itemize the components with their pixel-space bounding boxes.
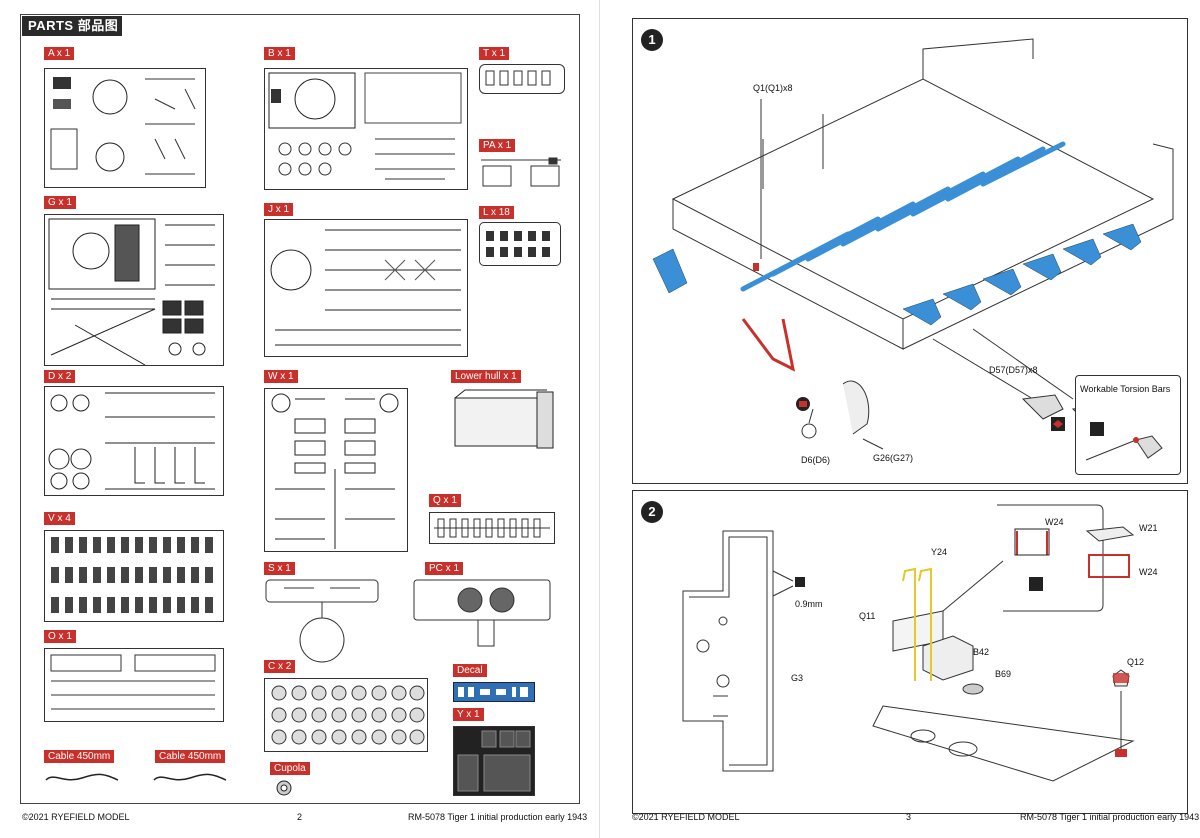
cable-2-label: Cable 450mm xyxy=(155,750,226,763)
sprue-o xyxy=(44,648,224,722)
sprue-pa-label: PA x 1 xyxy=(479,139,516,152)
label-w24-right: W24 xyxy=(1139,567,1158,577)
sprue-o-label: O x 1 xyxy=(44,630,76,643)
step-2-number: 2 xyxy=(641,501,663,523)
left-footer-product: RM-5078 Tiger 1 initial production early… xyxy=(408,812,588,822)
sprue-l xyxy=(479,222,561,266)
lower-hull-label: Lower hull x 1 xyxy=(451,370,521,383)
label-w24-top: W24 xyxy=(1045,517,1064,527)
cupola-part xyxy=(274,778,294,798)
sprue-s xyxy=(264,578,380,664)
sprue-b xyxy=(264,68,468,190)
sprue-d-label: D x 2 xyxy=(44,370,76,383)
label-b42: B42 xyxy=(973,647,990,657)
left-footer-copyright: ©2021 RYEFIELD MODEL xyxy=(22,812,130,822)
instructions-page: 1 xyxy=(600,0,1200,838)
sprue-d xyxy=(44,386,224,496)
label-d6: D6(D6) xyxy=(801,455,831,465)
lower-hull xyxy=(451,388,557,454)
parts-header: PARTS 部品图 xyxy=(22,16,122,36)
parts-page: PARTS 部品图 A x 1 B x 1 T x 1 PA x 1 G x xyxy=(20,14,588,822)
label-q1: Q1(Q1)x8 xyxy=(753,83,793,93)
callout-illustration xyxy=(1085,422,1163,461)
label-q12: Q12 xyxy=(1127,657,1145,667)
sprue-y-label: Y x 1 xyxy=(453,708,484,721)
sprue-v-label: V x 4 xyxy=(44,512,75,525)
right-footer-page: 3 xyxy=(906,812,912,822)
sprue-q-label: Q x 1 xyxy=(429,494,461,507)
sprue-j-label: J x 1 xyxy=(264,203,294,216)
sprue-b-label: B x 1 xyxy=(264,47,295,60)
sprue-t-label: T x 1 xyxy=(479,47,510,60)
label-q11: Q11 xyxy=(859,611,876,621)
sprue-l-label: L x 18 xyxy=(479,206,514,219)
sprue-s-label: S x 1 xyxy=(264,562,295,575)
decal-sheet xyxy=(453,682,535,702)
step-1-number: 1 xyxy=(641,29,663,51)
page-divider xyxy=(599,0,600,838)
label-g3: G3 xyxy=(791,673,804,683)
right-footer-copyright: ©2021 RYEFIELD MODEL xyxy=(632,812,740,822)
decal-label: Decal xyxy=(453,664,487,677)
cupola-label: Cupola xyxy=(270,762,310,775)
step-2-illustration xyxy=(682,504,1135,782)
sprue-pa xyxy=(479,156,563,190)
label-d57: D57(D57)x8 xyxy=(989,365,1038,375)
sprue-pc-label: PC x 1 xyxy=(425,562,464,575)
cable-1-label: Cable 450mm xyxy=(44,750,115,763)
label-y24: Y24 xyxy=(931,547,948,557)
sprue-w xyxy=(264,388,408,552)
sprue-v xyxy=(44,530,224,622)
sprue-g xyxy=(44,214,224,366)
right-footer-product: RM-5078 Tiger 1 initial production early… xyxy=(1020,812,1200,822)
step-1-box: 1 xyxy=(632,18,1188,484)
sprue-a-label: A x 1 xyxy=(44,47,75,60)
sprue-a xyxy=(44,68,206,188)
torsion-bar-callout: Workable Torsion Bars xyxy=(1075,375,1181,475)
sprue-q xyxy=(429,512,555,544)
step-2-box: 2 xyxy=(632,490,1188,814)
label-w21: W21 xyxy=(1139,523,1158,533)
sprue-j xyxy=(264,219,468,357)
left-footer-page: 2 xyxy=(297,812,303,822)
callout-title: Workable Torsion Bars xyxy=(1080,384,1171,394)
sprue-pc xyxy=(412,578,552,648)
label-g26: G26(G27) xyxy=(873,453,914,463)
cable-1 xyxy=(44,770,120,786)
parts-frame xyxy=(20,14,580,804)
label-size: 0.9mm xyxy=(795,599,823,609)
sprue-y xyxy=(453,726,535,796)
sprue-c xyxy=(264,678,428,752)
sprue-t xyxy=(479,64,565,94)
sprue-g-label: G x 1 xyxy=(44,196,76,209)
label-b69: B69 xyxy=(995,669,1012,679)
sprue-w-label: W x 1 xyxy=(264,370,298,383)
sprue-c-label: C x 2 xyxy=(264,660,296,673)
cable-2 xyxy=(152,770,228,786)
